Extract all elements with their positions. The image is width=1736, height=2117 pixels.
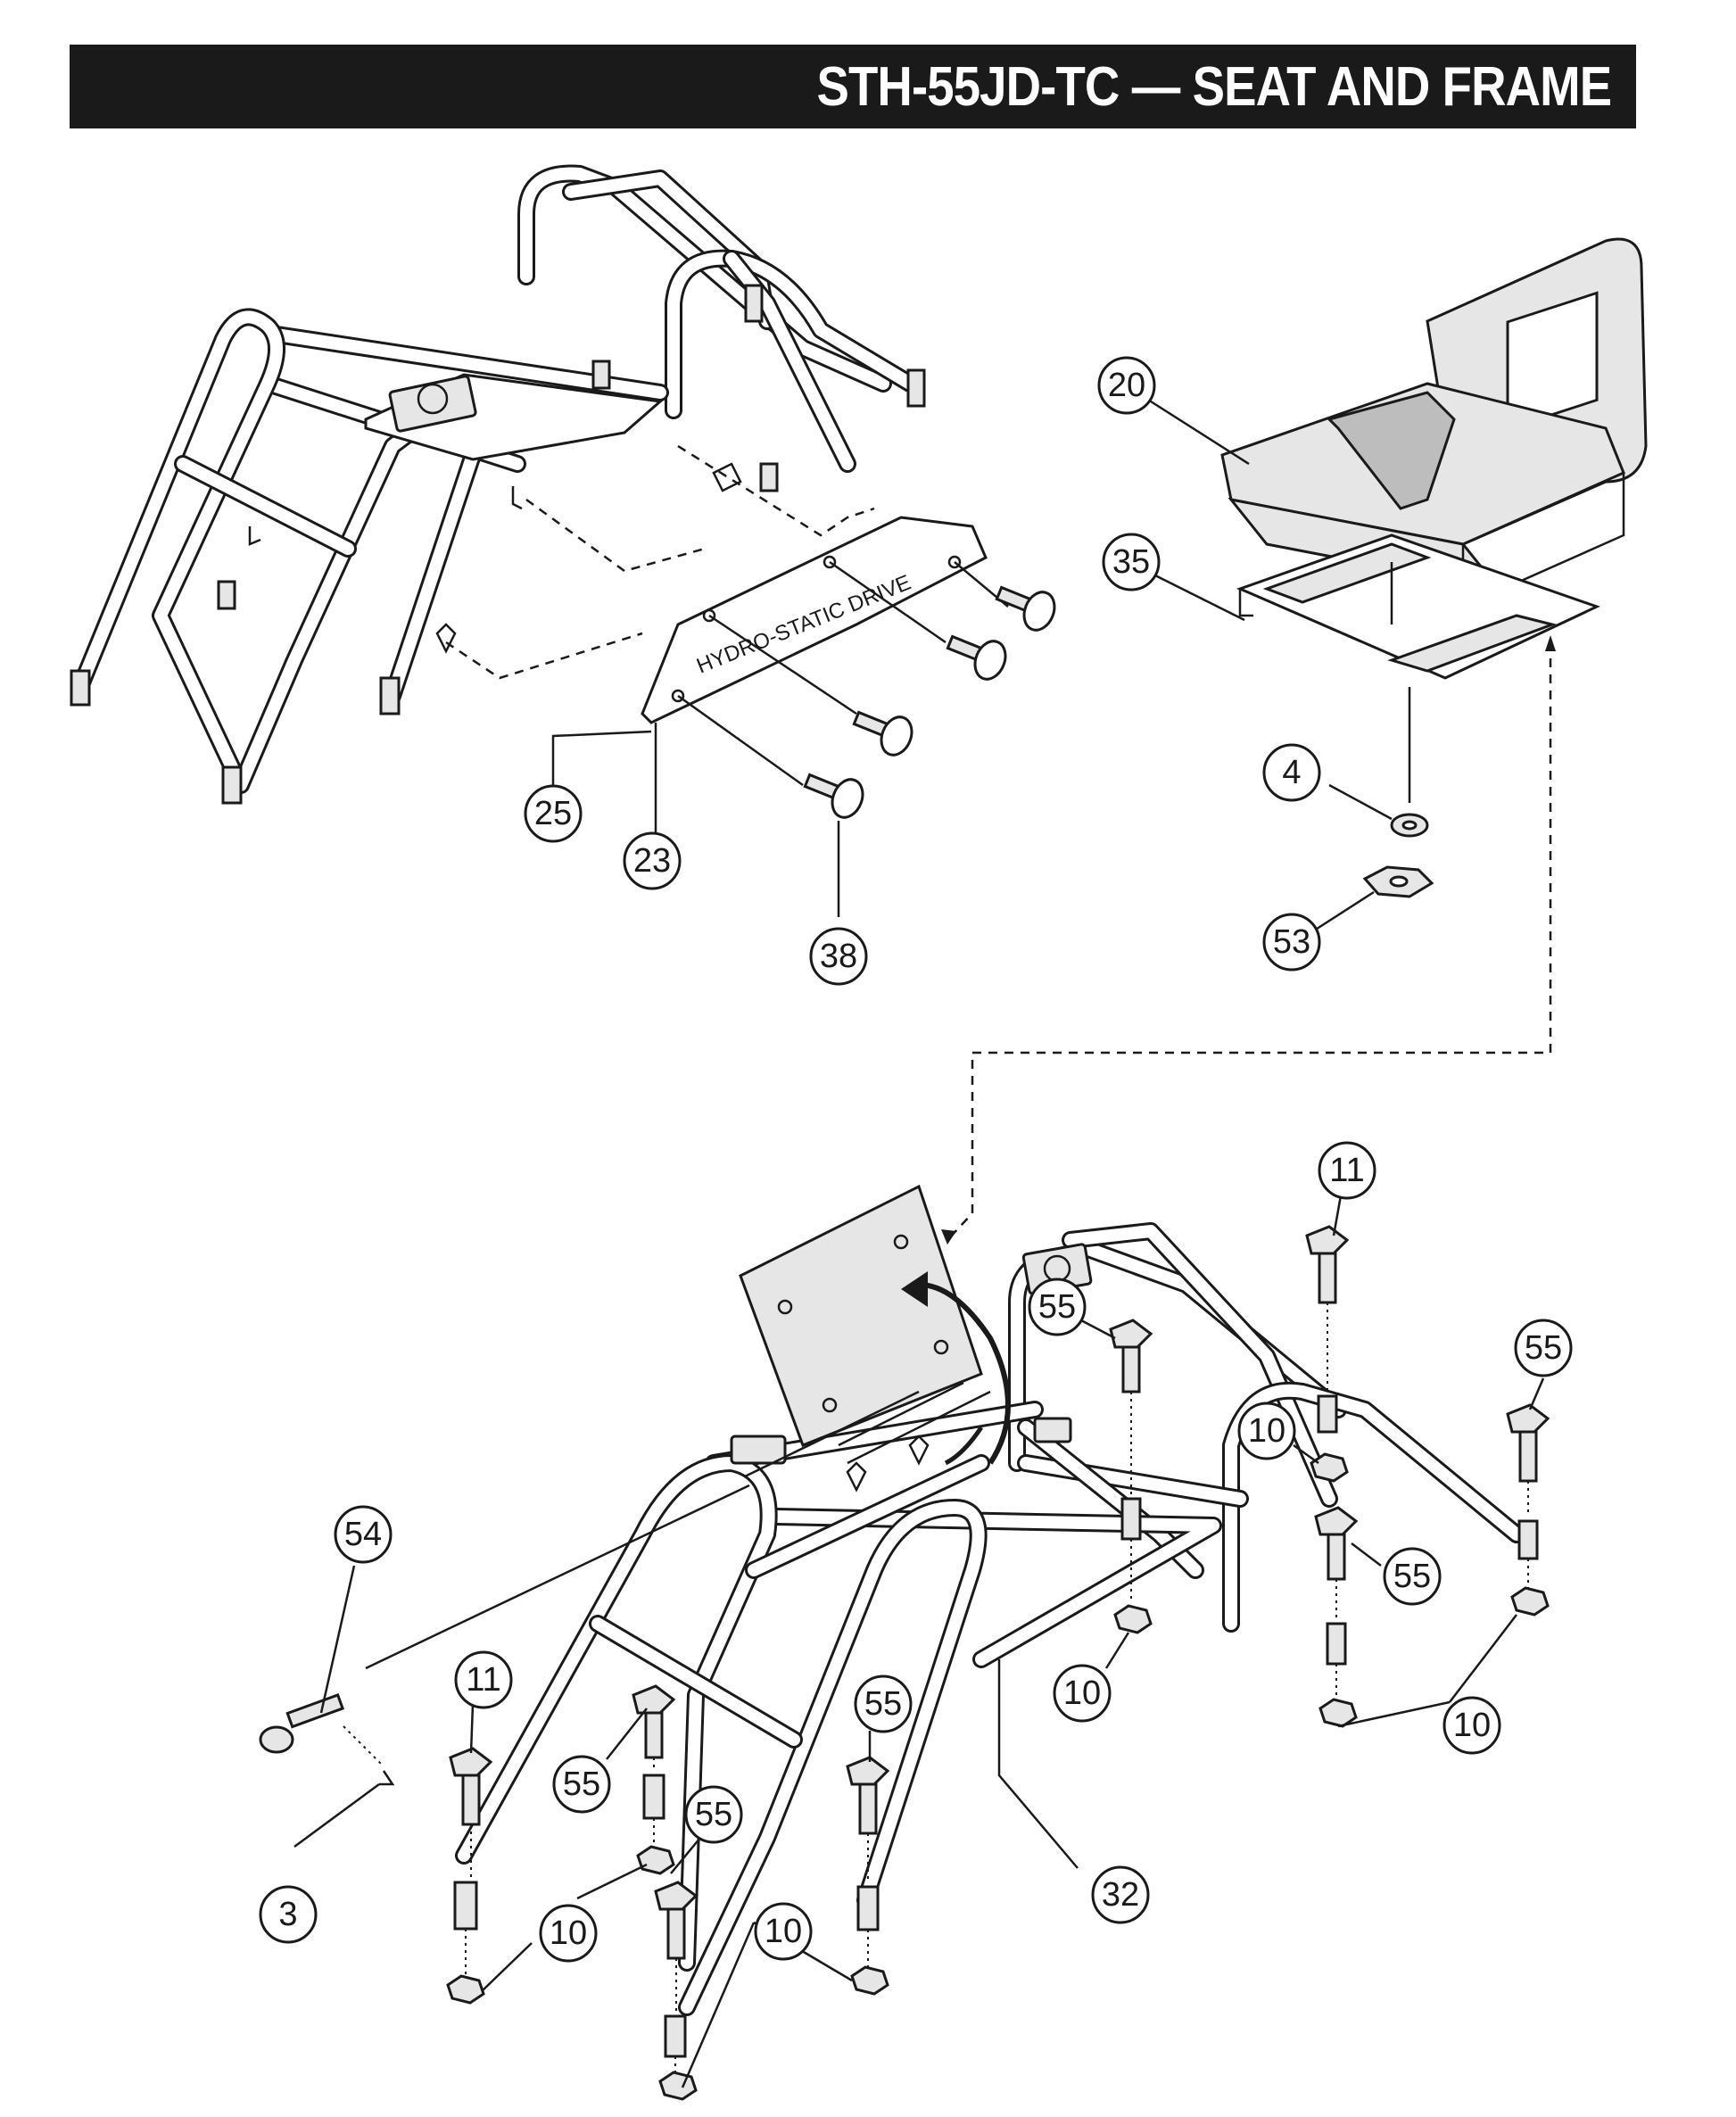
svg-text:55: 55	[1525, 1329, 1562, 1367]
callout-32: 32	[1091, 1865, 1150, 1924]
callout-10-mid: 10	[1053, 1664, 1112, 1723]
svg-text:53: 53	[1273, 923, 1310, 961]
callout-55-right: 55	[1514, 1319, 1573, 1377]
svg-text:55: 55	[563, 1766, 600, 1803]
svg-text:23: 23	[633, 842, 671, 880]
seat-mount-plate	[1236, 533, 1600, 680]
callout-25: 25	[524, 784, 583, 843]
callout-55-center: 55	[854, 1675, 913, 1733]
callout-11-upper: 11	[1318, 1141, 1376, 1200]
callout-35: 35	[1102, 533, 1161, 591]
callout-3: 3	[259, 1885, 318, 1944]
callout-55-left: 55	[552, 1755, 611, 1814]
svg-text:32: 32	[1102, 1876, 1139, 1914]
callout-10-left: 10	[539, 1904, 598, 1963]
svg-text:35: 35	[1112, 543, 1150, 581]
svg-text:10: 10	[1063, 1675, 1101, 1712]
svg-text:10: 10	[1453, 1707, 1491, 1744]
callout-55-upper: 55	[1028, 1278, 1087, 1336]
svg-text:55: 55	[1038, 1288, 1076, 1326]
svg-text:55: 55	[695, 1796, 732, 1833]
svg-text:10: 10	[765, 1913, 802, 1950]
svg-text:20: 20	[1108, 367, 1145, 404]
svg-text:3: 3	[278, 1896, 297, 1933]
callout-20: 20	[1097, 356, 1156, 415]
callout-10-upper: 10	[1237, 1402, 1296, 1460]
top-frame-assembly	[70, 164, 926, 805]
callout-38: 38	[809, 927, 868, 986]
svg-text:10: 10	[1248, 1412, 1285, 1450]
svg-text:25: 25	[534, 795, 572, 832]
svg-text:55: 55	[1393, 1558, 1431, 1595]
hinged-seat-plate	[739, 1184, 1011, 1466]
callout-55-lower: 55	[684, 1785, 743, 1844]
svg-text:4: 4	[1282, 754, 1301, 791]
callout-10-lower: 10	[754, 1902, 813, 1961]
svg-text:10: 10	[550, 1914, 587, 1952]
callout-54: 54	[334, 1505, 393, 1564]
callout-4: 4	[1262, 743, 1321, 802]
lower-fasteners	[259, 1225, 1550, 2101]
callout-55-mid: 55	[1383, 1547, 1442, 1606]
page-title: STH-55JD-TC — SEAT AND FRAME	[816, 55, 1612, 118]
hydro-static-drive-plate: HYDRO-STATIC DRIVE	[641, 516, 988, 724]
callout-10-right: 10	[1443, 1696, 1501, 1755]
callout-11-lower: 11	[454, 1650, 513, 1709]
callout-53: 53	[1262, 913, 1321, 972]
svg-text:55: 55	[864, 1685, 902, 1723]
lower-frame-assembly	[455, 1222, 1525, 2016]
svg-text:11: 11	[1329, 1152, 1364, 1189]
callout-23: 23	[623, 831, 682, 890]
svg-text:38: 38	[820, 938, 857, 975]
plate-screws	[677, 560, 1056, 819]
svg-text:54: 54	[344, 1516, 382, 1553]
svg-text:11: 11	[466, 1661, 500, 1699]
hex-nut	[1362, 865, 1434, 898]
title-bar: STH-55JD-TC — SEAT AND FRAME	[70, 45, 1636, 128]
